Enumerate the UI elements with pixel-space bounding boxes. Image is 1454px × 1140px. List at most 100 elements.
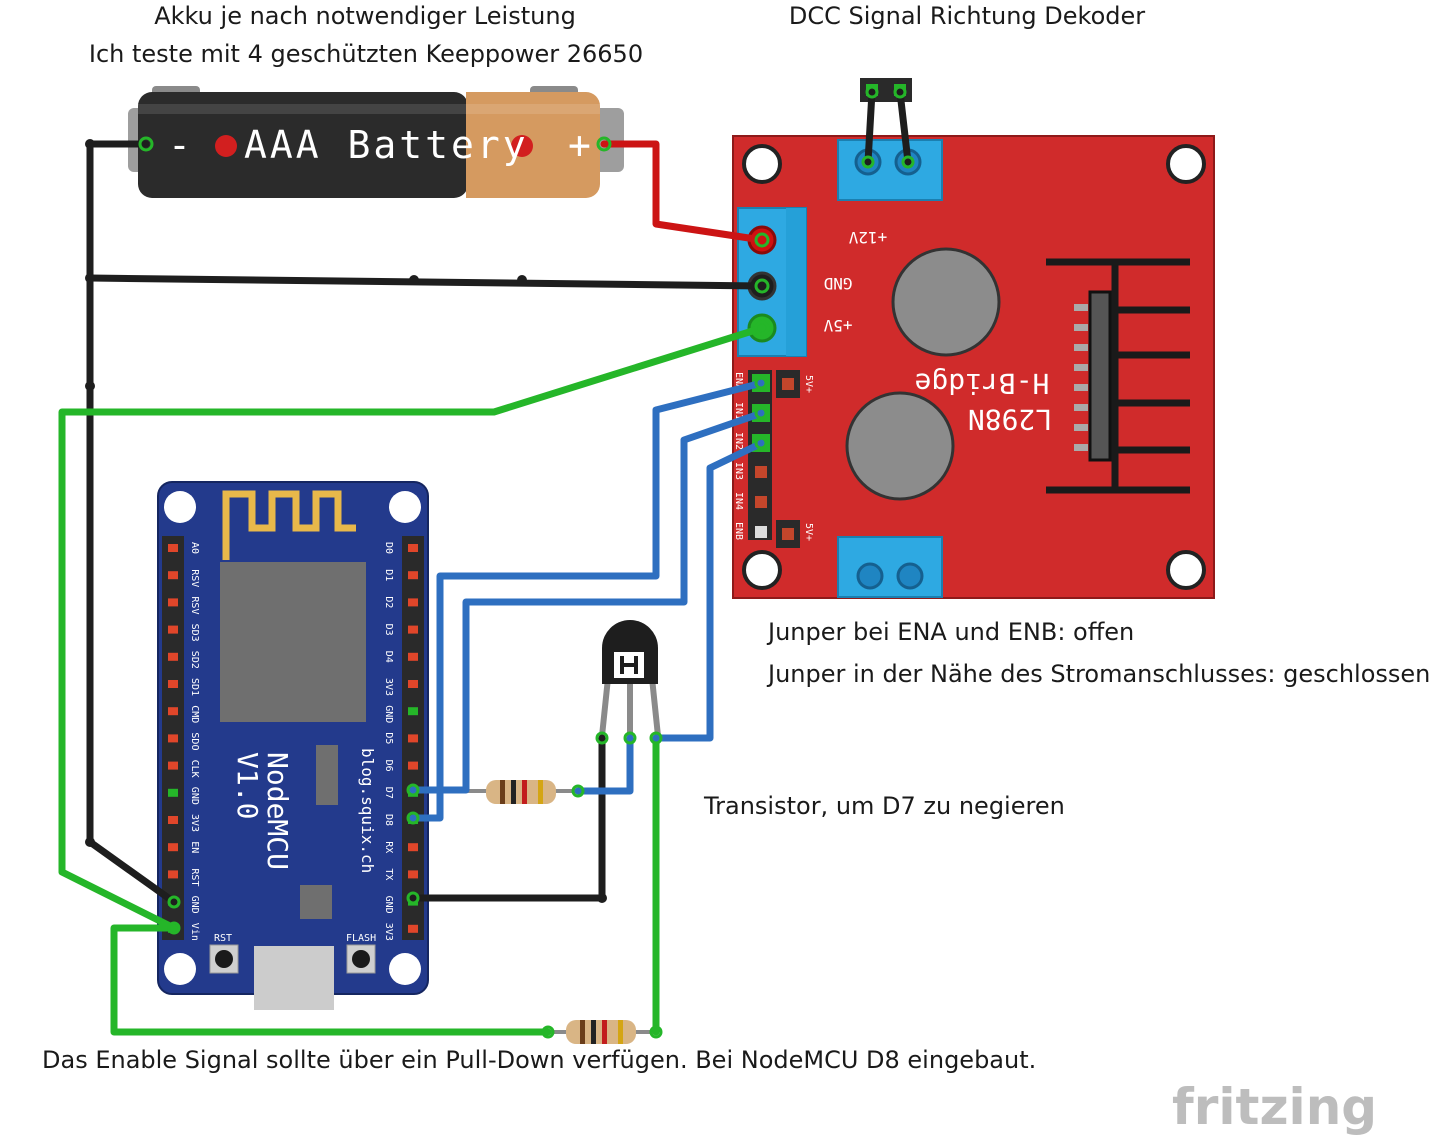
- left-pin[interactable]: [168, 652, 178, 661]
- wire-12v: [600, 140, 766, 244]
- left-pin-label: GND: [189, 787, 200, 805]
- left-pin-label: RSV: [189, 569, 200, 587]
- mounting-hole: [164, 953, 196, 985]
- battery: - AAA Battery +: [128, 86, 624, 198]
- left-pin[interactable]: [168, 598, 178, 607]
- usb-port: [254, 946, 334, 1010]
- hbridge-pin-label: IN3: [733, 462, 744, 480]
- hbridge-pin-label: IN1: [733, 402, 744, 420]
- battery-minus-label: -: [168, 123, 194, 167]
- battery-plus-label: +: [568, 123, 594, 167]
- right-pin-label: D5: [383, 732, 394, 744]
- right-pin[interactable]: [408, 924, 418, 933]
- note-jumper-line2: Junper in der Nähe des Stromanschlusses:…: [766, 660, 1430, 688]
- right-pin-label: GND: [383, 705, 394, 723]
- resistor-d7: [460, 780, 578, 804]
- left-pin-label: CLK: [189, 760, 200, 778]
- heatsink: [1046, 258, 1190, 494]
- left-pin[interactable]: [168, 571, 178, 580]
- note-pulldown: Das Enable Signal sollte über ein Pull-D…: [42, 1046, 1036, 1074]
- mounting-hole: [1166, 144, 1206, 184]
- fritzing-logo: fritzing: [1172, 1078, 1377, 1136]
- rst-button[interactable]: [215, 950, 233, 968]
- nodemcu-url: blog.squix.ch: [358, 748, 377, 873]
- left-pin[interactable]: [168, 625, 178, 634]
- right-pin[interactable]: [408, 734, 418, 743]
- left-pin[interactable]: [168, 734, 178, 743]
- right-pin-label: D2: [383, 596, 394, 608]
- hbridge-board: +12V GND +5V H-Bridge L298N: [732, 135, 1215, 599]
- left-pin-label: 3V3: [189, 814, 200, 832]
- right-pin[interactable]: [408, 761, 418, 770]
- left-pin-label: CMD: [189, 705, 200, 723]
- right-pin-label: RX: [383, 841, 394, 853]
- label-12v: +12V: [848, 228, 887, 247]
- resistor-pulldown: [548, 1020, 656, 1044]
- battery-label: AAA Battery: [244, 123, 529, 167]
- right-pin[interactable]: [408, 571, 418, 580]
- right-pin[interactable]: [408, 870, 418, 879]
- left-pin[interactable]: [168, 816, 178, 824]
- wire-in2: [652, 439, 766, 742]
- jumper-5v-label-bottom: 5V+: [803, 523, 814, 541]
- right-pin[interactable]: [408, 598, 418, 607]
- connection-points: [138, 85, 915, 1039]
- note-transistor: Transistor, um D7 zu negieren: [703, 792, 1065, 820]
- left-pin[interactable]: [168, 870, 178, 879]
- l298n-chip: [1088, 290, 1112, 462]
- left-pin-label: RSV: [189, 596, 200, 614]
- wire-transistor-base: [574, 734, 634, 795]
- right-pin-label: GND: [383, 896, 394, 914]
- right-pin[interactable]: [408, 625, 418, 634]
- hbridge-pin-label: IN4: [733, 492, 744, 510]
- nodemcu-version: V1.0: [231, 752, 264, 819]
- right-pin-label: D6: [383, 760, 394, 772]
- right-pin[interactable]: [408, 680, 418, 688]
- left-pin[interactable]: [168, 680, 178, 688]
- left-pin[interactable]: [168, 544, 178, 552]
- right-pin[interactable]: [408, 544, 418, 552]
- left-pin-label: A0: [189, 542, 200, 554]
- wire-joints: [85, 139, 607, 903]
- flash-button[interactable]: [352, 950, 370, 968]
- mounting-hole: [1166, 550, 1206, 590]
- right-pin[interactable]: [408, 843, 418, 852]
- left-pin-label: GND: [189, 896, 200, 914]
- mounting-hole: [742, 550, 782, 590]
- mounting-hole: [389, 953, 421, 985]
- transistor: [599, 620, 661, 737]
- right-pin[interactable]: [408, 652, 418, 661]
- right-pin-label: 3V3: [383, 923, 394, 941]
- right-pin-label: D1: [383, 569, 394, 581]
- mounting-hole: [389, 491, 421, 523]
- left-pin-label: SDO: [189, 732, 200, 750]
- rst-button-label: RST: [214, 933, 232, 944]
- wifi-antenna: [222, 490, 356, 560]
- right-pin-label: D7: [383, 787, 394, 799]
- chip-legs: [1074, 304, 1088, 451]
- right-pin-label: D3: [383, 624, 394, 636]
- wires: [58, 88, 912, 1036]
- wire-enable-pulldown: [110, 924, 552, 1036]
- left-pin-label: SD3: [189, 624, 200, 642]
- right-pin-label: D4: [383, 651, 394, 663]
- right-pin[interactable]: [408, 707, 418, 716]
- note-battery-line2: Ich teste mit 4 geschützten Keeppower 26…: [89, 40, 643, 68]
- right-pin-label: D0: [383, 542, 394, 554]
- left-pin-label: SD2: [189, 651, 200, 669]
- hbridge-title: H-Bridge: [915, 367, 1050, 400]
- right-pin-label: 3V3: [383, 678, 394, 696]
- terminal-block-bottom: [837, 536, 943, 598]
- capacitor: [845, 391, 955, 501]
- left-pin[interactable]: [168, 788, 178, 797]
- right-pin-label: D8: [383, 814, 394, 826]
- label-gnd: GND: [824, 274, 853, 293]
- mounting-hole: [164, 491, 196, 523]
- left-pin-label: Vin: [189, 923, 200, 941]
- esp-module: [220, 562, 366, 722]
- left-pin[interactable]: [168, 843, 178, 852]
- left-pin[interactable]: [168, 707, 178, 716]
- left-pin[interactable]: [168, 761, 178, 770]
- wire-gnd-battery: [86, 140, 178, 906]
